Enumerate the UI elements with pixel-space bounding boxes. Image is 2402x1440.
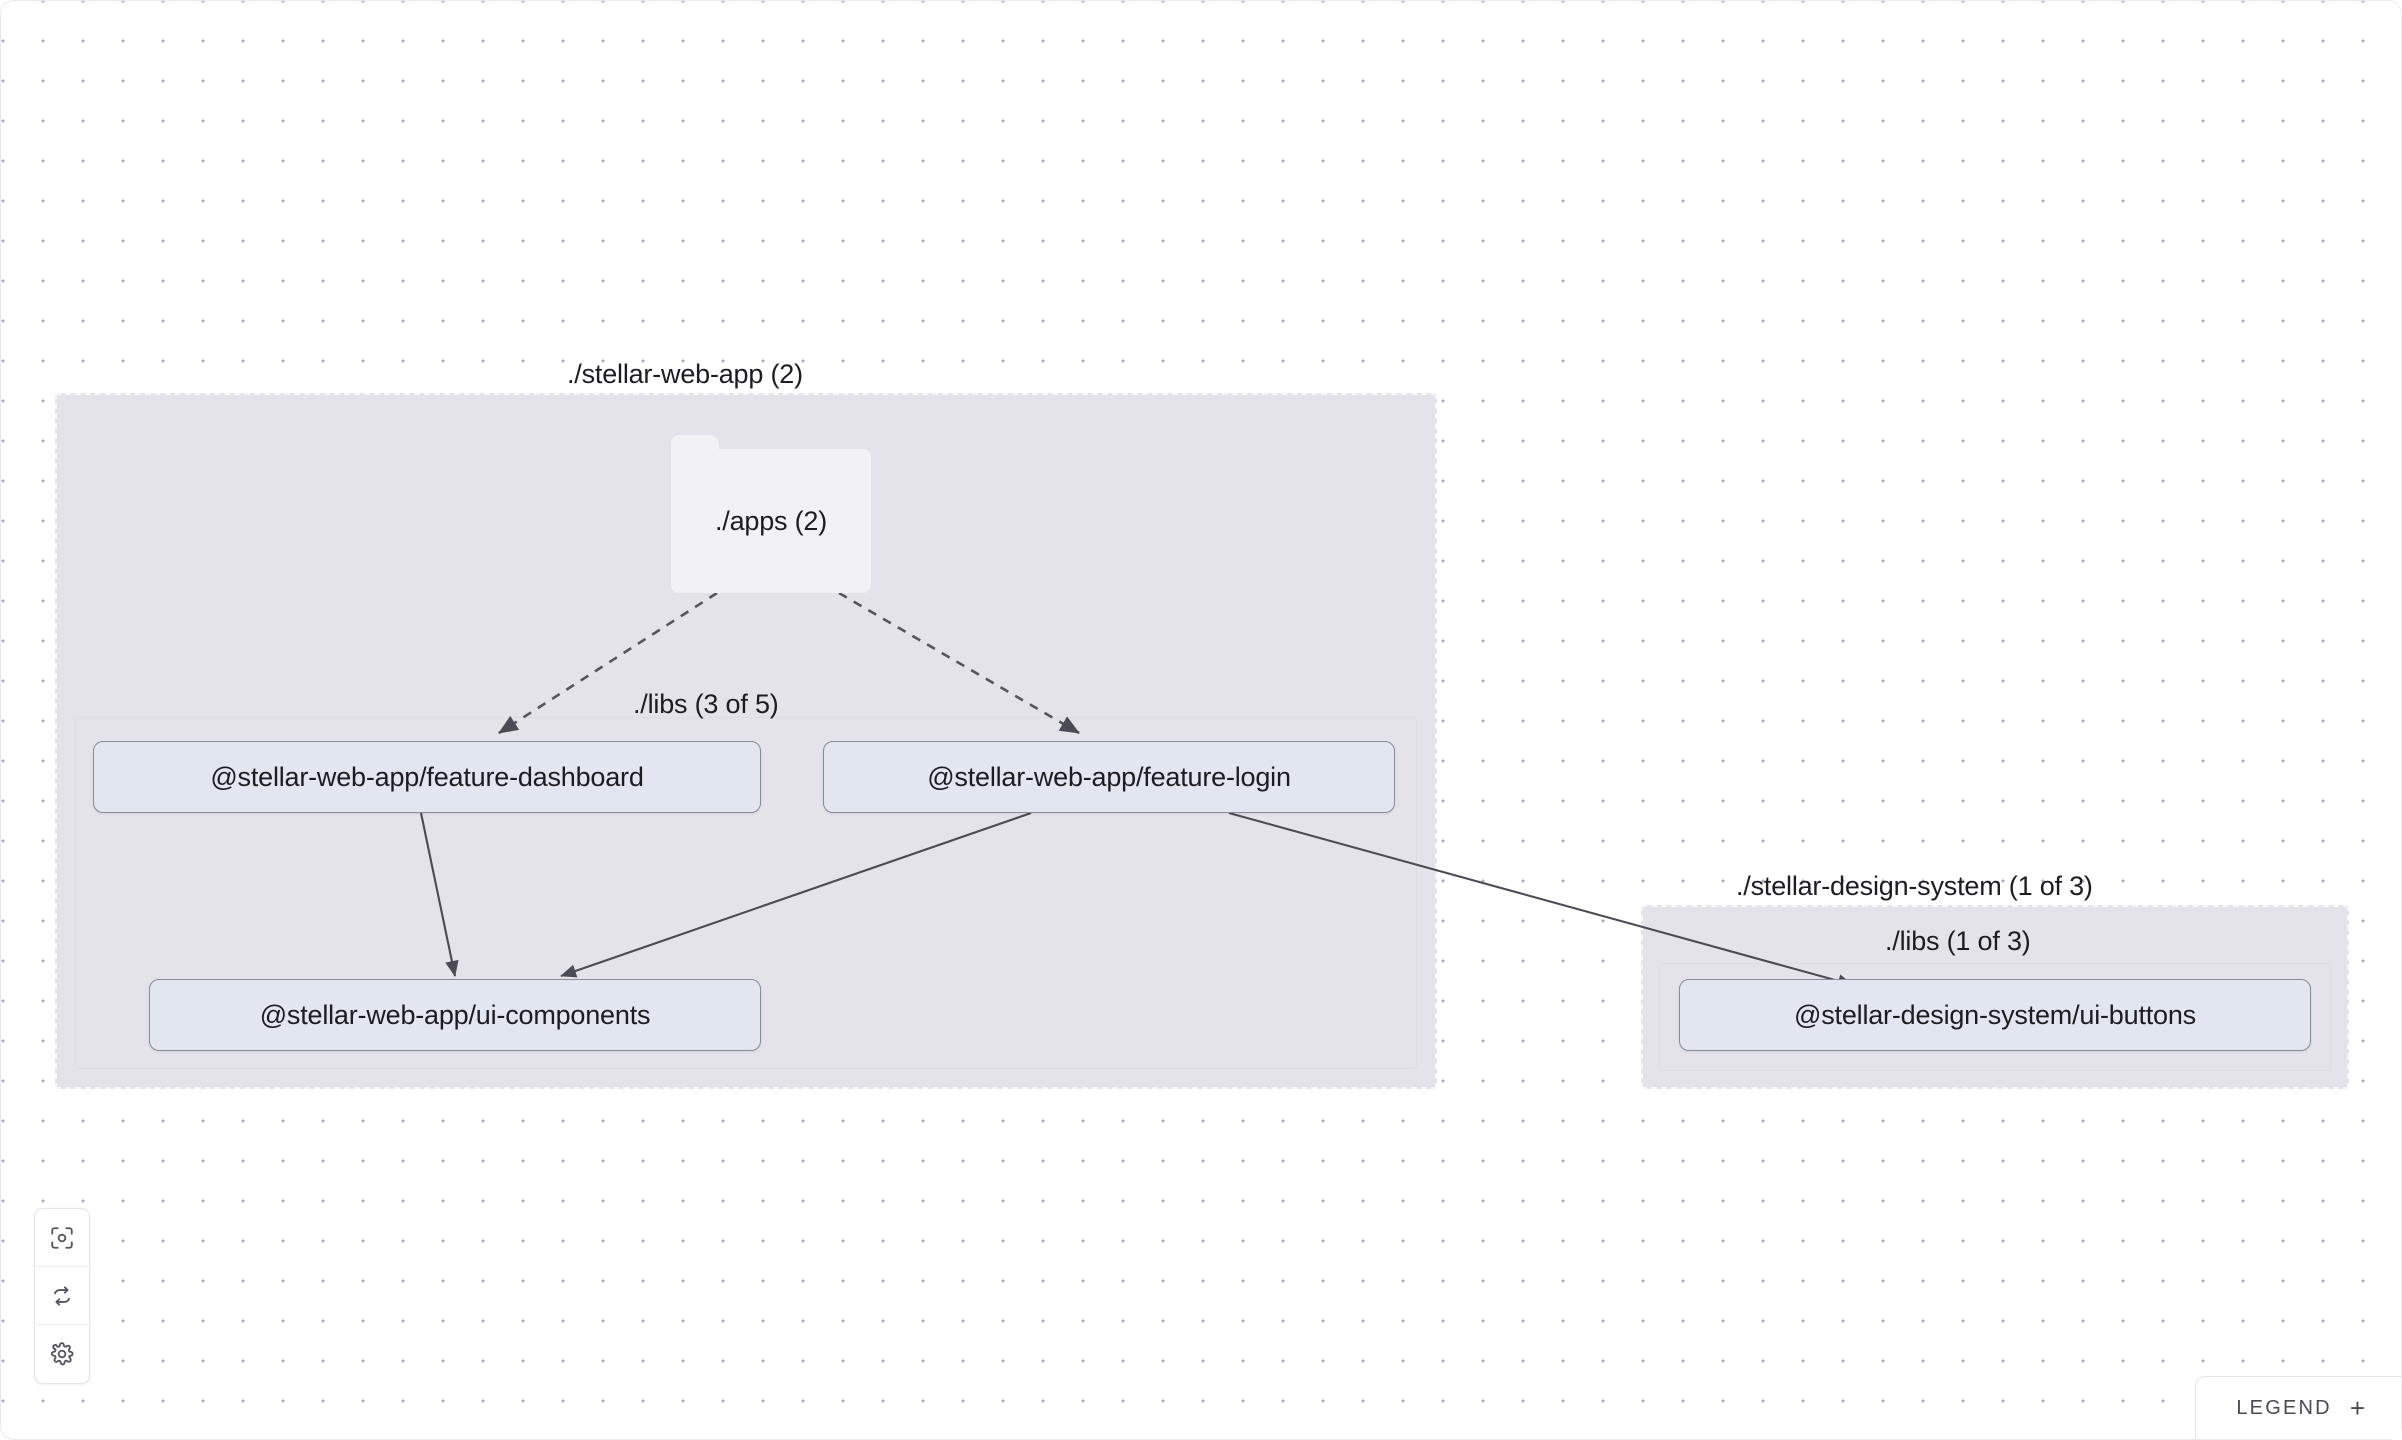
folder-node-apps[interactable]: ./apps (2)	[671, 435, 871, 593]
focus-target-icon	[49, 1225, 75, 1251]
refresh-graph-button[interactable]	[35, 1267, 89, 1325]
project-node-feature-login-label: @stellar-web-app/feature-login	[927, 761, 1291, 792]
gear-icon	[49, 1341, 75, 1367]
project-node-ui-buttons[interactable]: @stellar-design-system/ui-buttons	[1679, 979, 2311, 1051]
settings-button[interactable]	[35, 1325, 89, 1383]
project-node-feature-dashboard[interactable]: @stellar-web-app/feature-dashboard	[93, 741, 761, 813]
project-node-feature-login[interactable]: @stellar-web-app/feature-login	[823, 741, 1395, 813]
project-node-ui-components[interactable]: @stellar-web-app/ui-components	[149, 979, 761, 1051]
group-label-stellar-design-system: ./stellar-design-system (1 of 3)	[1736, 871, 2093, 901]
graph-controls[interactable]	[34, 1208, 90, 1384]
group-label-stellar-design-system-libs: ./libs (1 of 3)	[1885, 926, 2031, 956]
focus-graph-button[interactable]	[35, 1209, 89, 1267]
legend-toggle-button[interactable]: LEGEND +	[2195, 1376, 2401, 1439]
project-node-ui-buttons-label: @stellar-design-system/ui-buttons	[1794, 999, 2196, 1030]
project-node-feature-dashboard-label: @stellar-web-app/feature-dashboard	[210, 761, 644, 792]
plus-icon: +	[2349, 1393, 2365, 1423]
group-label-stellar-web-app: ./stellar-web-app (2)	[567, 359, 803, 389]
group-stellar-design-system-libs[interactable]	[1659, 963, 2331, 1071]
project-node-ui-components-label: @stellar-web-app/ui-components	[259, 999, 651, 1030]
legend-label: LEGEND	[2236, 1396, 2332, 1419]
group-label-stellar-web-app-libs: ./libs (3 of 5)	[633, 689, 779, 719]
refresh-icon	[49, 1283, 75, 1309]
folder-node-apps-label: ./apps (2)	[714, 505, 828, 536]
folder-body-shape: ./apps (2)	[671, 449, 871, 593]
